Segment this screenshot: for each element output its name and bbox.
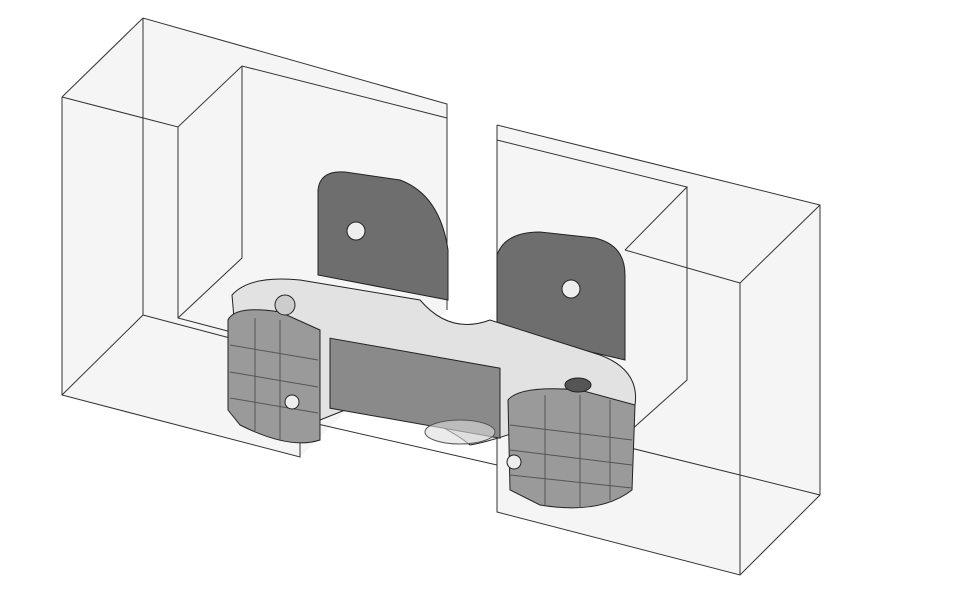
left-plate-hole [346,221,366,241]
bottom-cylinder-boss [424,419,496,445]
left-mounting-plate [317,171,449,301]
right-plate-hole [561,279,581,299]
right-pin-hole [506,454,522,470]
left-barrel-ribs [229,318,319,440]
left-barrel-top-hole [274,294,296,316]
right-barrel-top-hole [564,377,592,393]
right-barrel [507,388,636,509]
hinge-part[interactable] [227,171,637,509]
left-pin-hole [284,394,300,410]
right-barrel-ribs [509,395,633,508]
right-mounting-plate [496,231,626,361]
left-barrel [227,309,321,444]
center-rib-section [329,337,501,439]
